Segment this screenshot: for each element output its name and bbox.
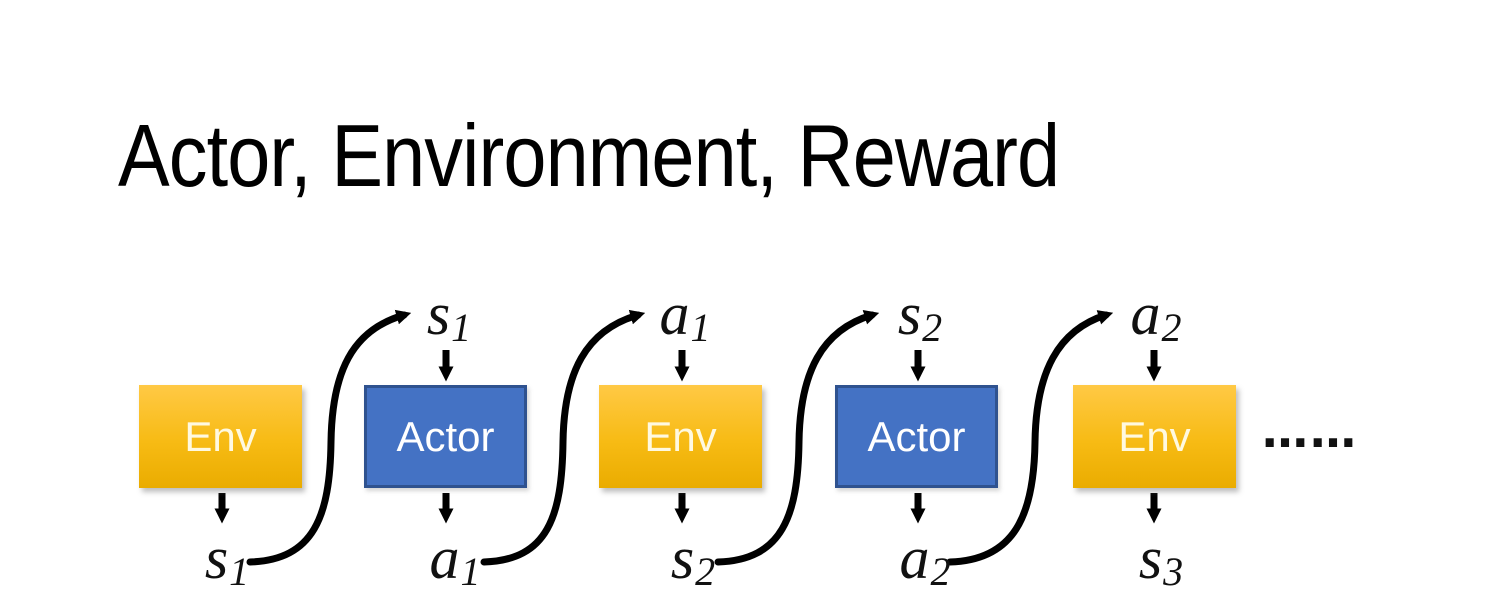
actor-box-1: Actor bbox=[364, 385, 527, 488]
state-label-top-s1: s1 bbox=[426, 281, 472, 351]
env-box-2-label: Env bbox=[644, 412, 717, 460]
curve-arrow-s1 bbox=[246, 309, 412, 566]
env-box-1: Env bbox=[139, 385, 302, 488]
env-box-2: Env bbox=[599, 385, 762, 488]
action-label-top-a1: a1 bbox=[659, 281, 711, 351]
action-label-bottom-a2: a2 bbox=[899, 525, 951, 595]
curve-arrow-a1 bbox=[480, 309, 646, 566]
ellipsis-dots: …… bbox=[1262, 404, 1358, 458]
env-box-3-label: Env bbox=[1118, 412, 1191, 460]
state-label-bottom-s2: s2 bbox=[670, 525, 716, 595]
action-label-top-a2: a2 bbox=[1130, 281, 1182, 351]
env-box-3: Env bbox=[1073, 385, 1236, 488]
page-title: Actor, Environment, Reward bbox=[118, 106, 1060, 205]
state-label-bottom-s1: s1 bbox=[204, 525, 250, 595]
env-box-1-label: Env bbox=[184, 412, 257, 460]
curve-arrow-s2 bbox=[714, 309, 880, 566]
actor-box-2-label: Actor bbox=[867, 412, 966, 460]
actor-box-1-label: Actor bbox=[396, 412, 495, 460]
curve-arrow-a2 bbox=[946, 310, 1114, 566]
state-label-bottom-s3: s3 bbox=[1138, 525, 1184, 595]
actor-box-2: Actor bbox=[835, 385, 998, 488]
state-label-top-s2: s2 bbox=[897, 281, 943, 351]
action-label-bottom-a1: a1 bbox=[429, 525, 481, 595]
